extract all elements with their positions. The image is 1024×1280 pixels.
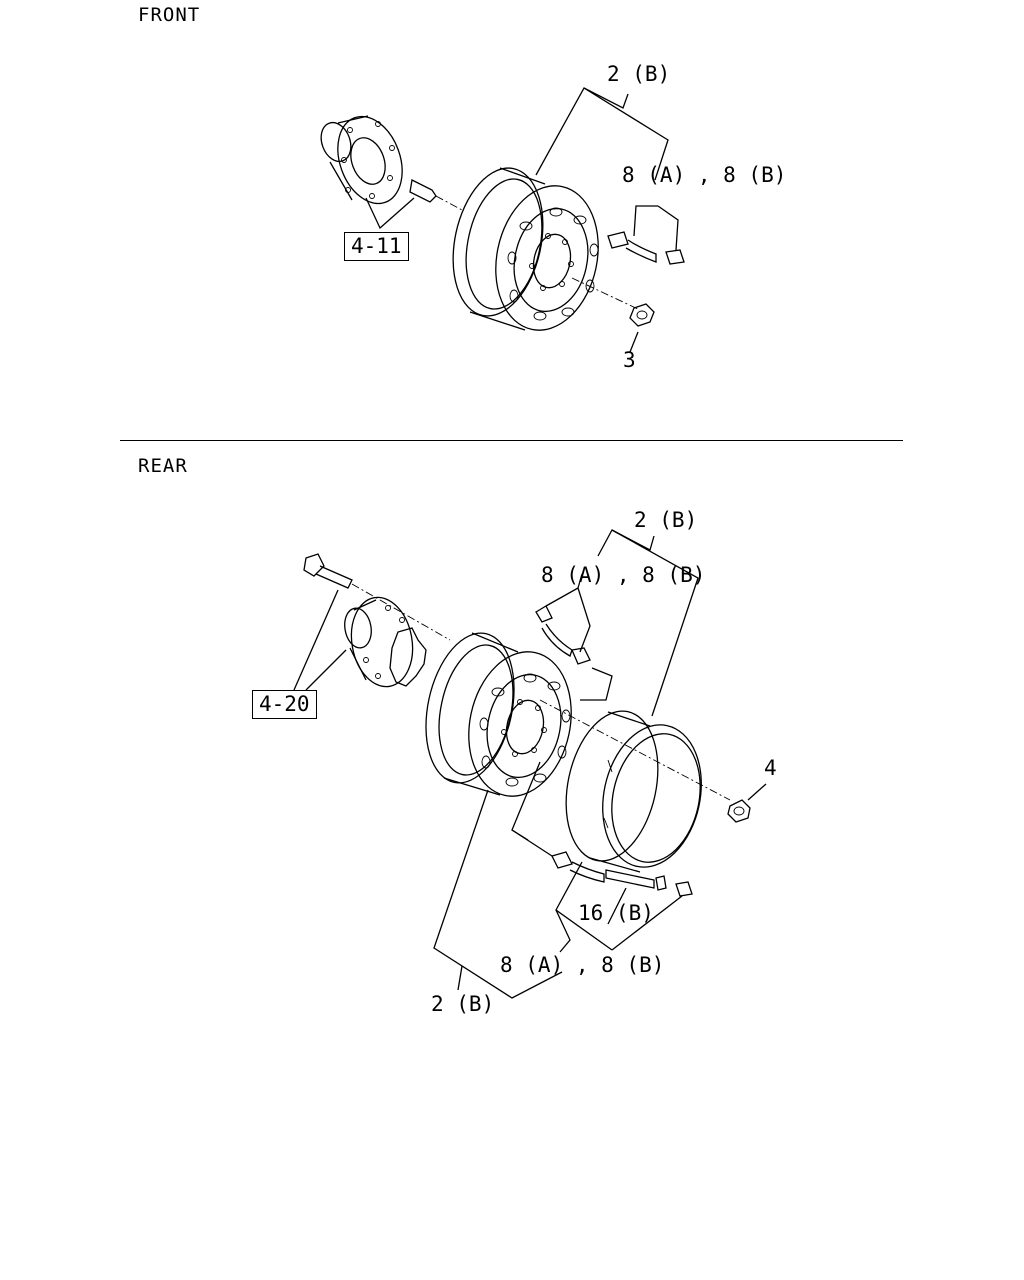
rear-outer-wheel-rim (565, 710, 702, 873)
rear-nut (727, 799, 751, 823)
rear-lower-valve (551, 851, 693, 897)
front-leader-lines (365, 87, 679, 353)
rear-callout-lower-valve: 8 (A) , 8 (B) (500, 953, 665, 977)
front-hub-reference[interactable]: 4-11 (344, 232, 409, 261)
rear-leader-lines (293, 529, 767, 999)
front-hub (320, 115, 403, 205)
rear-valve-extension (605, 869, 655, 889)
section-divider (120, 440, 903, 441)
rear-hub-reference[interactable]: 4-20 (252, 690, 317, 719)
front-callout-valve: 8 (A) , 8 (B) (622, 163, 787, 187)
front-callout-nut: 3 (623, 348, 636, 372)
front-nut (571, 277, 655, 327)
rear-hub (344, 596, 427, 688)
rear-hub-bolt (303, 553, 451, 641)
rear-inner-wheel-rim (425, 632, 572, 797)
front-valve (607, 231, 685, 265)
rear-callout-upper-valve: 8 (A) , 8 (B) (541, 563, 706, 587)
rear-section-title: REAR (138, 455, 188, 477)
front-wheel-rim (452, 167, 599, 331)
front-section-title: FRONT (138, 4, 201, 26)
rear-callout-nut: 4 (764, 756, 777, 780)
front-callout-rim: 2 (B) (607, 62, 671, 86)
front-assembly (320, 87, 685, 353)
rear-center-axis (539, 699, 731, 801)
rear-callout-outer-rim: 2 (B) (634, 508, 698, 532)
front-hub-bolt (409, 179, 463, 211)
rear-callout-inner-rim: 2 (B) (431, 992, 495, 1016)
rear-upper-valve (535, 605, 591, 665)
rear-callout-extension: 16 (B) (578, 901, 654, 925)
rear-assembly (293, 529, 767, 999)
